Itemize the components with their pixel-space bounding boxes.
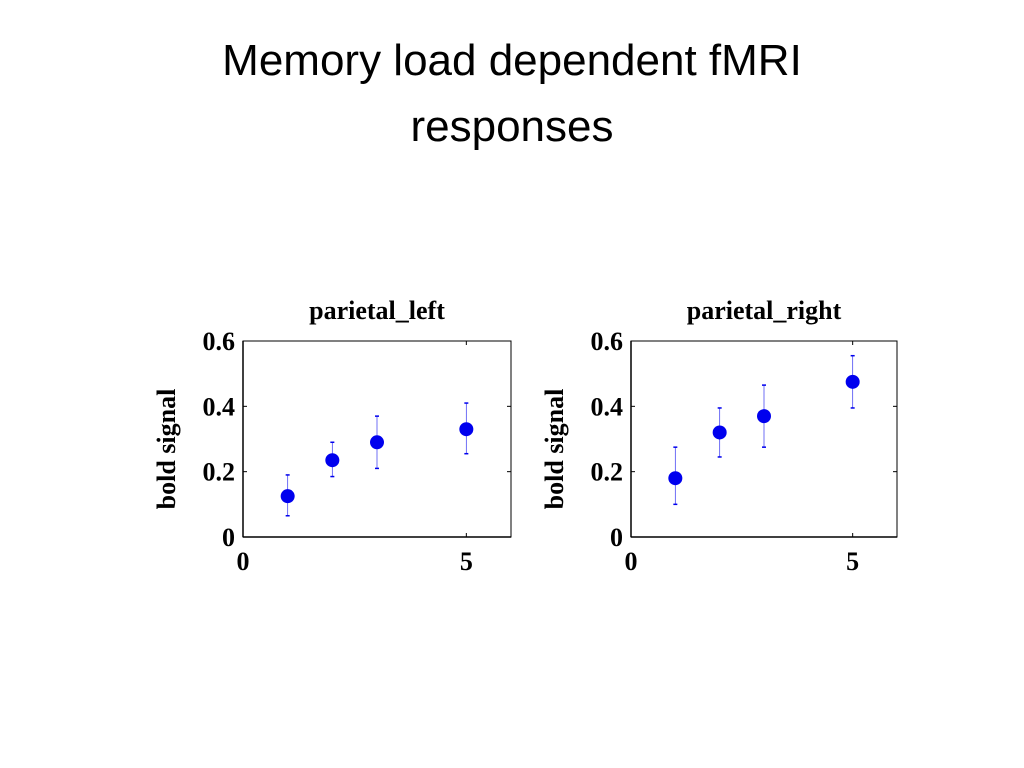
chart-2-data-point (845, 374, 860, 389)
slide-title: Memory load dependent fMRI responses (112, 28, 912, 160)
chart-1-ytick-label: 0 (222, 523, 235, 552)
chart-1-ytick-label: 0.6 (203, 327, 236, 356)
chart-1-ytick-label: 0.4 (203, 392, 236, 421)
chart-1-xtick-label: 0 (237, 547, 250, 576)
chart-2-ytick-label: 0 (610, 523, 623, 552)
chart-2-ytick-label: 0.4 (591, 392, 624, 421)
chart-2-y-axis-label: bold signal (540, 389, 569, 510)
chart-1-data-point (280, 489, 295, 504)
chart-2-ytick-label: 0.2 (591, 458, 624, 487)
chart-2-data-point (757, 409, 771, 424)
chart-2-xtick-label: 5 (846, 547, 859, 576)
slide-title-line-2: responses (410, 102, 614, 151)
chart-2-ytick-label: 0.6 (591, 327, 624, 356)
chart-2-xtick-label: 0 (625, 547, 638, 576)
chart-1-ytick-label: 0.2 (203, 458, 236, 487)
chart-1-title: parietal_left (309, 296, 445, 325)
chart-1-y-axis-label: bold signal (152, 389, 181, 510)
chart-1-xtick-label: 5 (460, 547, 473, 576)
slide-title-line-1: Memory load dependent fMRI (222, 36, 802, 85)
chart-2-data-point (712, 425, 727, 440)
chart-1-data-point (459, 422, 474, 437)
chart-2-data-point (668, 471, 683, 486)
chart-1-data-point (325, 453, 340, 468)
chart-1-data-point (370, 435, 384, 450)
chart-2-title: parietal_right (687, 296, 842, 325)
